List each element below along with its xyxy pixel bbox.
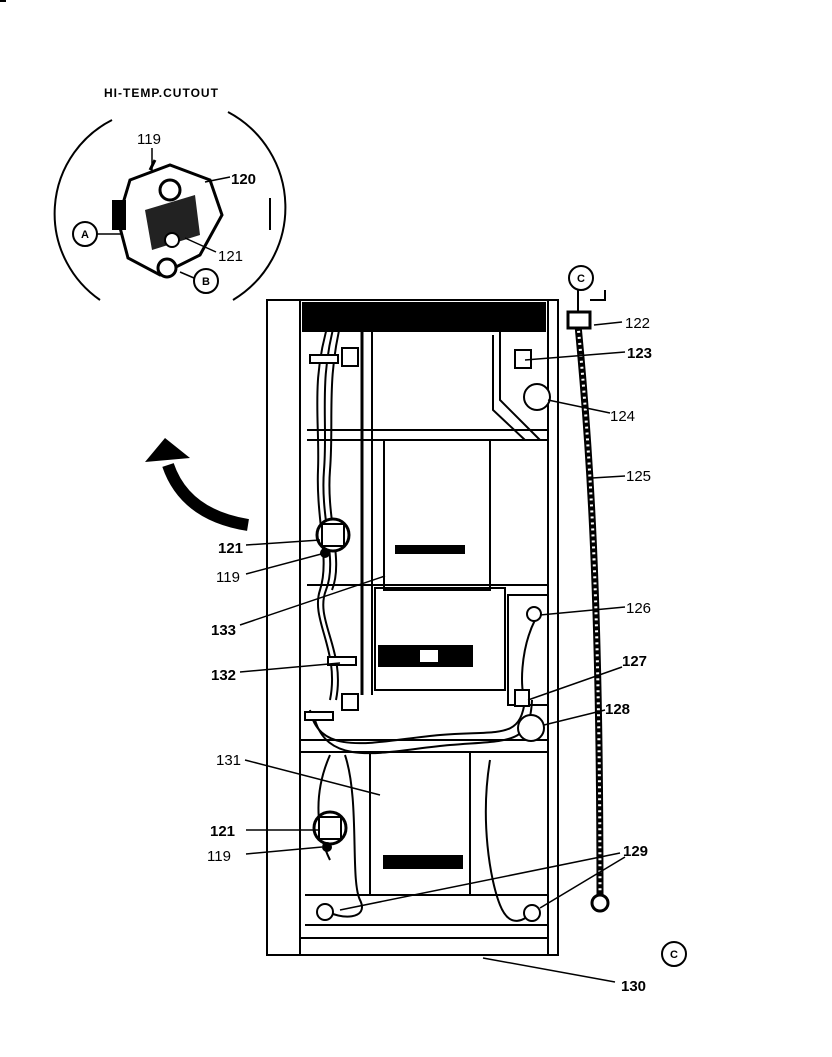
label-122: 122	[625, 315, 650, 332]
hole-plugs	[316, 383, 551, 922]
label-121-lower: 121	[210, 823, 235, 840]
leader-lines	[239, 321, 626, 983]
label-119-upper: 119	[216, 569, 240, 586]
label-129: 129	[623, 843, 648, 860]
corner-mark	[0, 0, 6, 2]
label-124: 124	[610, 408, 635, 425]
label-126: 126	[626, 600, 651, 617]
callout-a: A	[72, 221, 98, 247]
label-119-lower: 119	[207, 848, 231, 865]
label-119-inset: 119	[137, 131, 161, 148]
label-127: 127	[622, 653, 647, 670]
label-123: 123	[627, 345, 652, 362]
label-128: 128	[605, 701, 630, 718]
label-125: 125	[626, 468, 651, 485]
label-121-inset: 121	[218, 248, 243, 265]
inset-arc-left	[53, 119, 113, 301]
label-130: 130	[621, 978, 646, 995]
svg-text:C: C	[670, 949, 678, 961]
inset-title: HI-TEMP.CUTOUT	[104, 86, 219, 100]
inset-arc-right	[227, 111, 287, 301]
thermostat-lower	[312, 810, 348, 852]
svg-text:A: A	[81, 229, 89, 241]
svg-text:B: B	[202, 276, 210, 288]
label-132: 132	[211, 667, 236, 684]
oven-sensor-tube	[566, 290, 610, 913]
label-120-inset: 120	[231, 171, 256, 188]
label-131: 131	[216, 752, 241, 769]
oven-cabinet-rear	[266, 299, 559, 956]
inset-hi-temp-cutout: HI-TEMP.CUTOUT 119 120 121 A B	[53, 86, 287, 301]
callout-b: B	[193, 268, 219, 294]
terminal-blocks	[304, 347, 532, 721]
label-133: 133	[211, 622, 236, 639]
cutout-thermostat	[112, 159, 224, 279]
callout-c-bottom: C	[661, 941, 687, 967]
label-121-upper: 121	[218, 540, 243, 557]
callout-c-top: C	[568, 265, 594, 291]
direction-arrow	[145, 438, 250, 531]
thermostat-upper	[315, 517, 351, 558]
svg-text:C: C	[577, 273, 585, 285]
